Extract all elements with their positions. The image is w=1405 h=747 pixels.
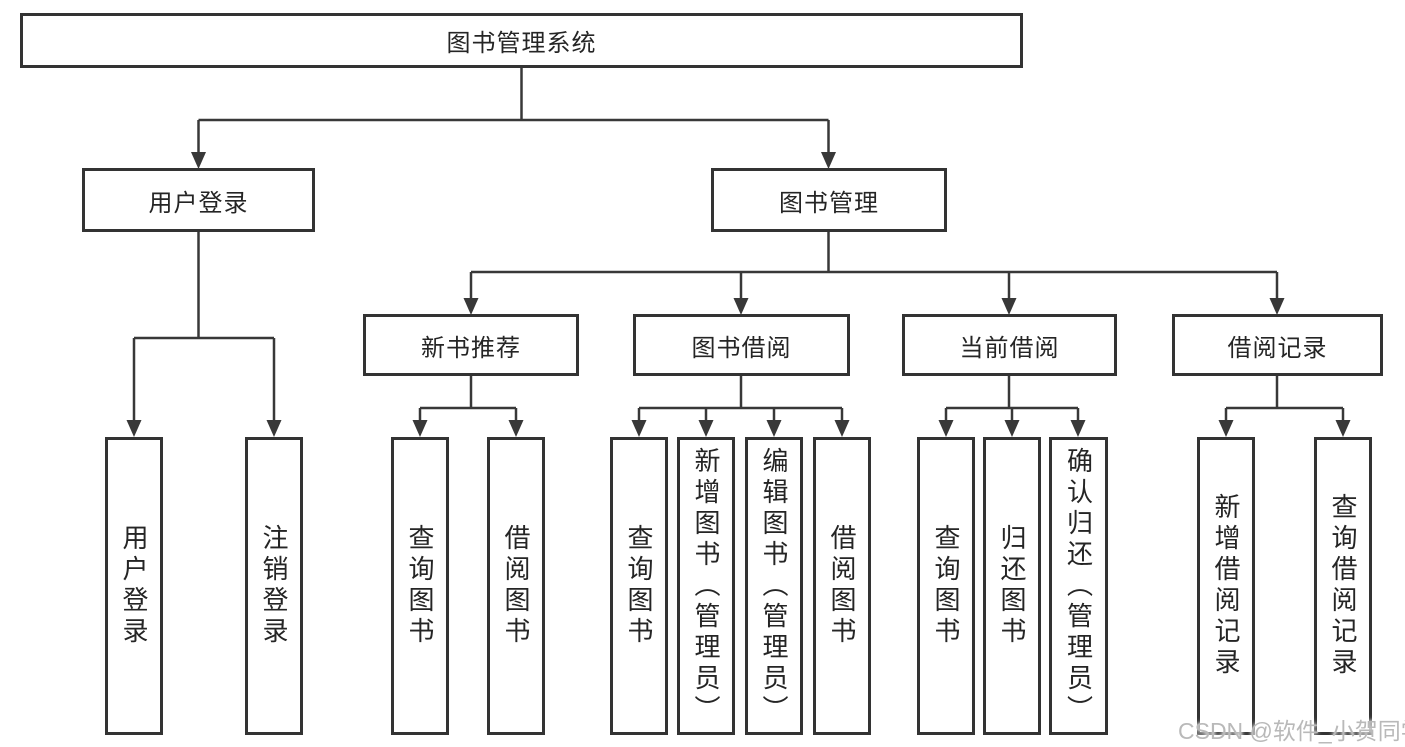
node-user-login-label: 用户登录 (148, 189, 249, 217)
leaf-query-books-recommend: 查询图书 (391, 437, 449, 735)
node-new-book-recommendation: 新书推荐 (363, 314, 579, 376)
node-book-borrowing-label: 图书借阅 (691, 334, 792, 362)
node-root-label: 图书管理系统 (446, 30, 597, 57)
leaf-add-books-admin-label: 新增图书（管理员） (691, 446, 721, 726)
leaf-return-books: 归还图书 (983, 437, 1041, 735)
leaf-add-borrow-record: 新增借阅记录 (1197, 437, 1255, 735)
leaf-borrow-books-label: 借阅图书 (827, 524, 857, 648)
leaf-borrow-books-recommend-label: 借阅图书 (501, 524, 531, 648)
leaf-borrow-books-recommend: 借阅图书 (487, 437, 545, 735)
node-book-borrowing: 图书借阅 (633, 314, 850, 376)
leaf-query-books-current: 查询图书 (917, 437, 975, 735)
leaf-add-borrow-record-label: 新增借阅记录 (1211, 493, 1241, 679)
node-root: 图书管理系统 (20, 13, 1023, 68)
leaf-query-borrow-record-label: 查询借阅记录 (1328, 493, 1358, 679)
leaf-user-login-label: 用户登录 (119, 524, 149, 648)
leaf-confirm-return-admin: 确认归还（管理员） (1049, 437, 1108, 735)
leaf-add-books-admin: 新增图书（管理员） (677, 437, 735, 735)
node-current-borrowing: 当前借阅 (902, 314, 1117, 376)
leaf-query-books-borrow-label: 查询图书 (624, 524, 654, 648)
node-book-management-label: 图书管理 (779, 189, 879, 217)
node-new-book-recommendation-label: 新书推荐 (421, 334, 521, 362)
leaf-query-books-borrow: 查询图书 (610, 437, 668, 735)
node-borrowing-records: 借阅记录 (1172, 314, 1383, 376)
leaf-edit-books-admin-label: 编辑图书（管理员） (759, 446, 789, 726)
leaf-borrow-books: 借阅图书 (813, 437, 871, 735)
leaf-user-login: 用户登录 (105, 437, 163, 735)
node-book-management: 图书管理 (711, 168, 947, 232)
leaf-query-borrow-record: 查询借阅记录 (1314, 437, 1372, 735)
leaf-query-books-current-label: 查询图书 (931, 524, 961, 648)
node-user-login: 用户登录 (82, 168, 315, 232)
leaf-edit-books-admin: 编辑图书（管理员） (745, 437, 803, 735)
csdn-watermark: CSDN @软件_小贺同学 (1178, 718, 1405, 744)
leaf-logout: 注销登录 (245, 437, 303, 735)
node-borrowing-records-label: 借阅记录 (1227, 334, 1328, 362)
leaf-logout-label: 注销登录 (259, 524, 289, 648)
leaf-query-books-recommend-label: 查询图书 (405, 524, 435, 648)
leaf-confirm-return-admin-label: 确认归还（管理员） (1063, 446, 1094, 726)
node-current-borrowing-label: 当前借阅 (959, 334, 1060, 362)
leaf-return-books-label: 归还图书 (997, 524, 1027, 648)
